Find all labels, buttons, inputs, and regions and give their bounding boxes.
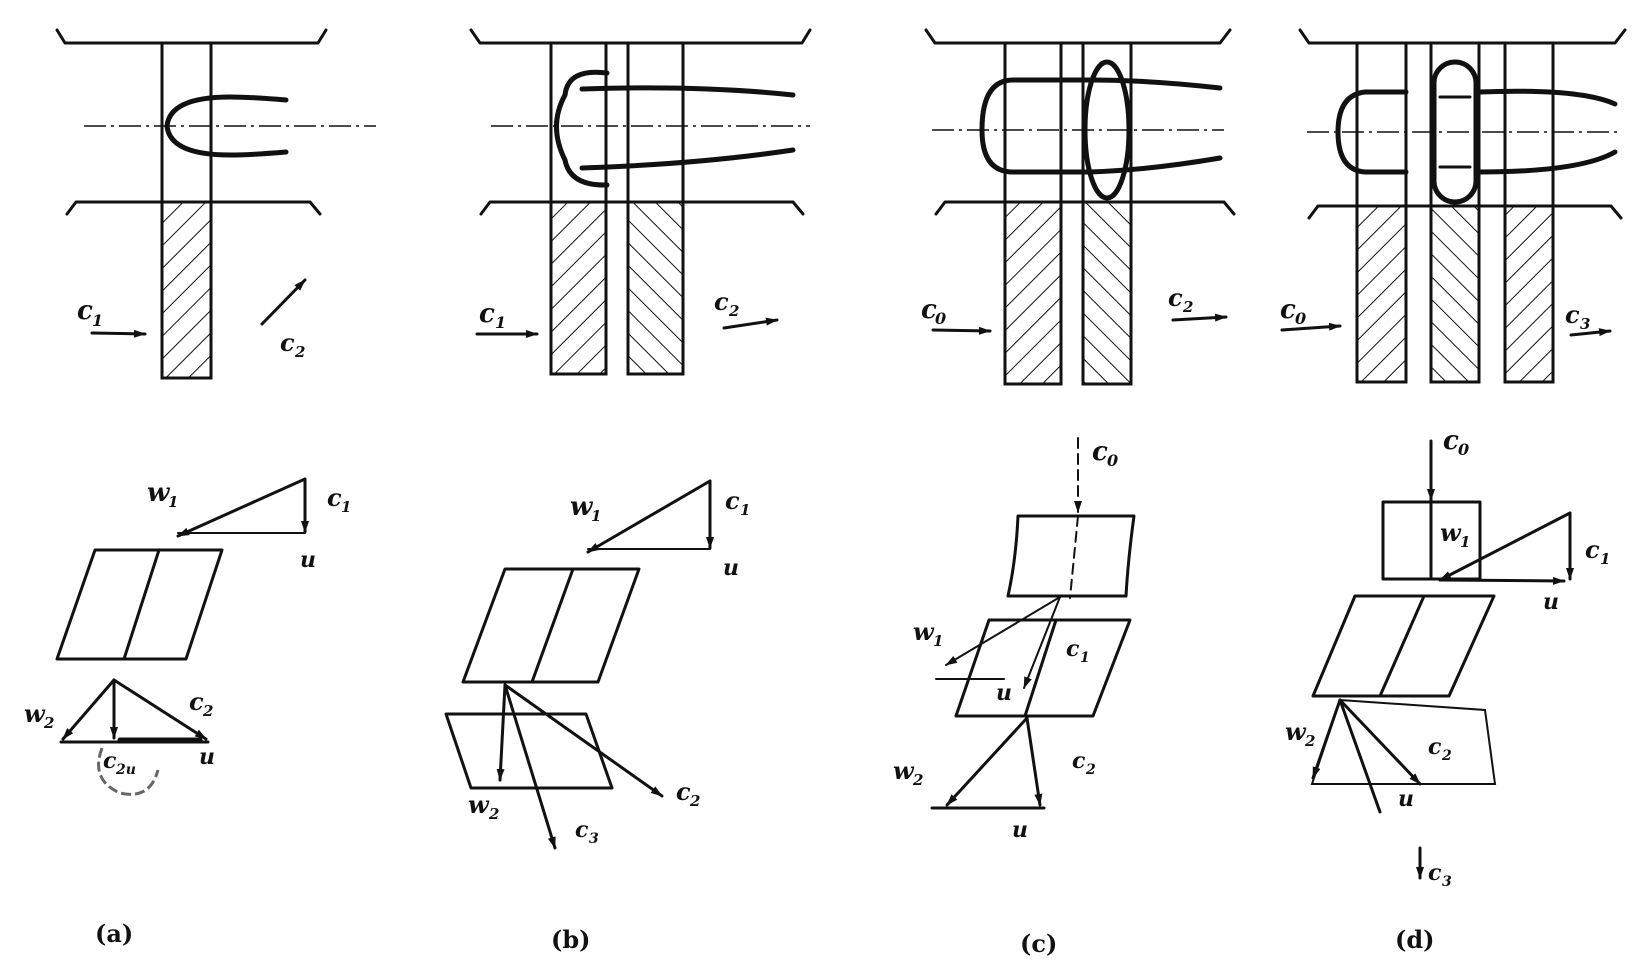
- inlet-velocity-arrow: [90, 329, 147, 338]
- label-sub: 3: [1580, 315, 1590, 333]
- label-sub: 2: [912, 771, 923, 789]
- label-sub: 1: [933, 632, 943, 650]
- label-c: c: [1168, 283, 1183, 312]
- label-c: c: [1565, 300, 1580, 329]
- label-c: c: [1092, 437, 1108, 467]
- label-sub: 0: [1107, 451, 1118, 470]
- panel-c: c 0 c 2 c 0 w 1 c 1 u w 2 c: [893, 28, 1236, 958]
- label-sub: 1: [168, 493, 178, 511]
- label-sub: 2u: [115, 762, 136, 778]
- label-sub: 3: [1442, 874, 1452, 890]
- panel-a: c 1 c 2 w 1 c 1 u w 2 c 2: [24, 28, 376, 948]
- label-w: w: [147, 478, 171, 508]
- label-c: c: [1280, 295, 1296, 325]
- rotor-blade-section: [1431, 59, 1479, 205]
- label-sub: 0: [935, 309, 946, 328]
- upper-casing-wall: [55, 28, 328, 45]
- label-c: c: [1066, 636, 1080, 662]
- label-sub: 1: [92, 311, 103, 330]
- label-c: c: [189, 687, 204, 716]
- outlet-velocity-arrow: [260, 278, 307, 326]
- label-sub: 3: [589, 831, 599, 847]
- label-w: w: [893, 756, 915, 785]
- velocity-triangle-b: w 1 c 1 u w 2 c 3 c 2: [444, 479, 750, 850]
- disc-rim-profile: [164, 94, 289, 158]
- stator-blade-row: [549, 200, 608, 376]
- label-sub: 2: [202, 702, 213, 720]
- rotor-blade-row: [626, 200, 685, 376]
- stage-sketch-d: c 0 c 3: [1280, 28, 1627, 384]
- label-u: u: [300, 547, 316, 573]
- label-u: u: [1398, 786, 1414, 812]
- label-c: c: [77, 296, 93, 326]
- label-sub: 0: [1295, 309, 1306, 328]
- stage-sketch-b: c 1 c 2: [469, 28, 812, 376]
- panel-caption: (b): [551, 925, 591, 954]
- label-sub: 2: [1182, 298, 1193, 316]
- label-c: c: [1428, 734, 1442, 760]
- label-w: w: [468, 790, 490, 819]
- label-c: c: [725, 486, 740, 515]
- label-sub: 1: [495, 313, 506, 332]
- c2u-annotation-loop: [97, 747, 160, 796]
- label-sub: 2: [294, 343, 305, 361]
- label-sub: 2: [689, 792, 700, 810]
- label-u: u: [723, 555, 739, 581]
- panel-b: c 1 c 2 w 1 c 1 u w 2 c 3 c: [444, 28, 812, 954]
- label-w: w: [1440, 518, 1462, 547]
- label-c: c: [1443, 426, 1459, 456]
- velocity-triangle-c: c 0 w 1 c 1 u w 2 c 2 u: [893, 437, 1136, 843]
- label-c: c: [921, 295, 937, 325]
- label-sub: 2: [1304, 732, 1315, 750]
- label-u: u: [199, 744, 215, 770]
- label-sub: 1: [341, 498, 351, 516]
- label-c: c: [1072, 748, 1086, 774]
- panel-caption: (a): [95, 919, 133, 948]
- rotor-blade-row: [160, 200, 213, 380]
- label-sub: 1: [740, 501, 750, 519]
- label-sub: 2: [488, 805, 499, 823]
- velocity-triangle-d: c 0 w 1 c 1 u w 2 c 2 u c 3: [1285, 426, 1610, 890]
- label-c: c: [327, 483, 342, 512]
- stage-sketch-a: c 1 c 2: [55, 28, 376, 380]
- panel-d: c 0 c 3 c 0 w 1 c 1 u: [1280, 28, 1627, 954]
- label-sub: 0: [1458, 440, 1469, 459]
- panel-caption: (c): [1020, 929, 1057, 958]
- stage-sketch-c: c 0 c 2: [921, 28, 1236, 386]
- label-w: w: [913, 617, 935, 646]
- label-sub: 2: [1441, 748, 1452, 764]
- label-u: u: [996, 680, 1012, 706]
- label-u: u: [1543, 589, 1559, 615]
- label-c: c: [714, 287, 729, 316]
- label-c: c: [1428, 860, 1442, 886]
- label-c: c: [280, 328, 295, 357]
- label-sub: 1: [1080, 650, 1090, 666]
- label-sub: 1: [1600, 550, 1610, 568]
- label-c: c: [479, 299, 495, 329]
- label-u: u: [1012, 817, 1028, 843]
- label-c: c: [575, 817, 589, 843]
- label-c: c: [1585, 535, 1600, 564]
- rotor-blade-section: [1082, 59, 1132, 201]
- panel-caption: (d): [1395, 925, 1435, 954]
- velocity-triangle-a: w 1 c 1 u w 2 c 2 c 2u u: [24, 477, 351, 796]
- blade-profile-box: [55, 548, 224, 661]
- label-sub: 2: [43, 714, 54, 732]
- label-sub: 1: [1460, 533, 1470, 551]
- label-w: w: [570, 492, 594, 522]
- label-sub: 2: [728, 302, 739, 320]
- label-sub: 1: [591, 507, 601, 525]
- label-c: c: [103, 748, 117, 774]
- label-sub: 2: [1085, 762, 1096, 778]
- label-c: c: [676, 777, 691, 806]
- label-w: w: [24, 699, 46, 728]
- label-w: w: [1285, 717, 1307, 746]
